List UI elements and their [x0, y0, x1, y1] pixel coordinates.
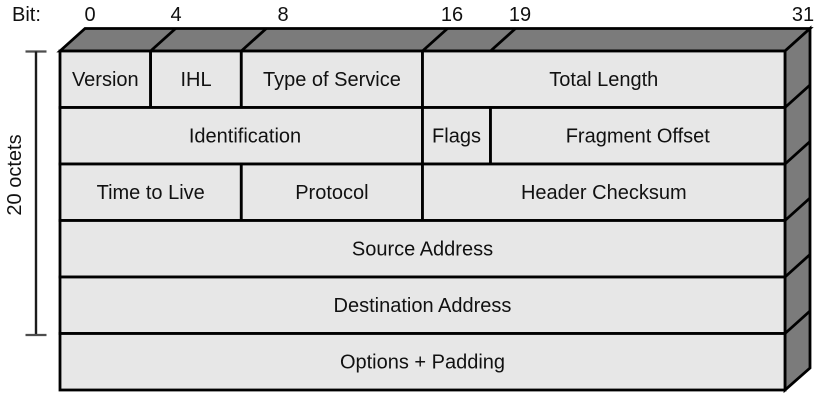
bit-tick-8: 8: [277, 4, 288, 26]
bit-axis: Bit: 0 4 8 16 19 31: [12, 4, 814, 26]
cell-version-label: Version: [72, 69, 139, 91]
cell-identification-label: Identification: [189, 126, 301, 148]
right-face-slash-row2: [784, 140, 811, 166]
top-face-slash-bit8: [240, 27, 268, 53]
cell-destination-address-box: [58, 275, 787, 335]
cell-ihl: IHL: [149, 49, 243, 109]
cell-time-to-live-label: Time to Live: [97, 182, 205, 204]
cell-options-padding-label: Options + Padding: [340, 352, 505, 374]
bit-tick-31: 31: [792, 4, 814, 26]
cell-protocol-label: Protocol: [295, 182, 368, 204]
bit-tick-0: 0: [84, 4, 95, 26]
field-grid: Version IHL Type of Service Total Length…: [58, 49, 787, 392]
cell-fragment-offset-label: Fragment Offset: [566, 126, 711, 148]
cell-total-length-label: Total Length: [549, 69, 658, 91]
cell-options-padding: Options + Padding: [58, 332, 787, 392]
cell-time-to-live-box: [58, 162, 243, 222]
cell-source-address-label: Source Address: [352, 239, 493, 261]
right-face: [783, 25, 812, 394]
cell-protocol-box: [239, 162, 424, 222]
cell-protocol: Protocol: [239, 162, 424, 222]
cell-identification: Identification: [58, 106, 424, 166]
cell-destination-address: Destination Address: [58, 275, 787, 335]
bit-axis-title: Bit:: [12, 4, 41, 26]
cell-type-of-service-label: Type of Service: [263, 69, 401, 91]
cell-type-of-service: Type of Service: [239, 49, 424, 109]
cell-flags: Flags: [421, 106, 492, 166]
bit-tick-4: 4: [170, 4, 181, 26]
cell-flags-box: [421, 106, 492, 166]
cell-version: Version: [58, 49, 152, 109]
top-face-slash-bit4: [149, 27, 177, 53]
cell-version-box: [58, 49, 152, 109]
octet-bracket-label: 20 octets: [4, 134, 26, 215]
cell-source-address-box: [58, 219, 787, 279]
cell-time-to-live: Time to Live: [58, 162, 243, 222]
bit-tick-16: 16: [441, 4, 463, 26]
cell-type-of-service-box: [239, 49, 424, 109]
right-face-slash-row3: [784, 196, 811, 222]
cell-destination-address-label: Destination Address: [334, 295, 512, 317]
cell-identification-box: [58, 106, 424, 166]
cell-ihl-label: IHL: [180, 69, 211, 91]
cell-flags-label: Flags: [432, 126, 481, 148]
cell-header-checksum-label: Header Checksum: [521, 182, 687, 204]
right-face-slash-row4: [784, 253, 811, 279]
cell-fragment-offset: Fragment Offset: [489, 106, 787, 166]
top-face-slash-bit19: [489, 27, 517, 53]
cell-source-address: Source Address: [58, 219, 787, 279]
right-face-slash-row5: [784, 309, 811, 335]
octet-bracket: 20 octets: [4, 50, 47, 337]
bit-tick-19: 19: [509, 4, 531, 26]
right-face-slash-row1: [784, 83, 811, 109]
top-face: [56, 27, 814, 53]
cell-options-padding-box: [58, 332, 787, 392]
top-face-slash-bit16: [421, 27, 449, 53]
cell-total-length: Total Length: [421, 49, 787, 109]
cell-total-length-box: [421, 49, 787, 109]
cell-header-checksum: Header Checksum: [421, 162, 787, 222]
